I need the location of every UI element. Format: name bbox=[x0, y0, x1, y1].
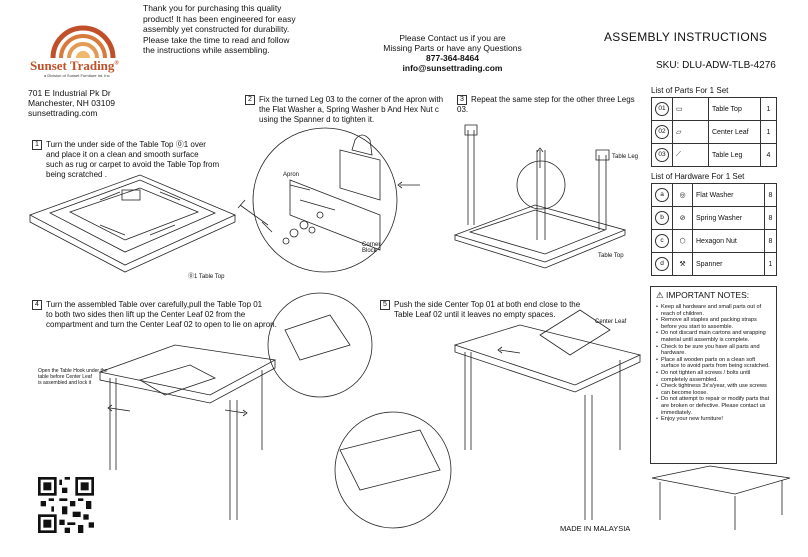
notes-title: ⚠ IMPORTANT NOTES: bbox=[656, 290, 750, 300]
sunset-arc-icon bbox=[50, 25, 116, 59]
table-row: c ⬡ Hexagon Nut 8 bbox=[651, 229, 777, 253]
brand-subtitle: a Division of Sunset Furniture Int. Inc bbox=[44, 73, 110, 78]
contact-block: Please Contact us if you are Missing Par… bbox=[365, 33, 540, 73]
page-title: ASSEMBLY INSTRUCTIONS bbox=[604, 30, 768, 44]
important-notes: ⚠ IMPORTANT NOTES: Keep all hardware and… bbox=[650, 286, 777, 464]
phone-number: 877-364-8464 bbox=[426, 53, 479, 63]
list-item: Enjoy your new furniture! bbox=[656, 416, 771, 423]
list-item: Do not discard main cartons and wrapping… bbox=[656, 330, 771, 343]
brand-name: Sunset Trading® bbox=[30, 58, 119, 73]
warning-icon: ⚠ bbox=[656, 290, 664, 300]
center-leaf-icon: ▱ bbox=[672, 120, 709, 144]
table-row: a ◎ Flat Washer 8 bbox=[651, 183, 777, 207]
list-item: Do not tighten all screws / bolts until … bbox=[656, 370, 771, 383]
email-link: info@sunsettrading.com bbox=[402, 63, 503, 73]
label-table-top: ⓪1 Table Top bbox=[188, 274, 225, 280]
list-item: Do not attempt to repair or modify parts… bbox=[656, 396, 771, 416]
label-apron: Apron bbox=[283, 172, 300, 178]
label-table-top-3: Table Top bbox=[598, 253, 624, 259]
brand-logo: Sunset Trading® a Division of Sunset Fur… bbox=[30, 20, 135, 80]
table-row: 03 ⟋ Table Leg 4 bbox=[651, 143, 777, 167]
list-item: Place all wooden parts on a clean soft s… bbox=[656, 357, 771, 370]
qr-code[interactable] bbox=[38, 477, 94, 533]
table-row: 02 ▱ Center Leaf 1 bbox=[651, 120, 777, 144]
parts-list-title: List of Parts For 1 Set bbox=[651, 86, 729, 95]
table-leg-icon: ⟋ bbox=[672, 143, 709, 167]
table-row: d ⚒ Spanner 1 bbox=[651, 252, 777, 276]
spanner-icon: ⚒ bbox=[672, 252, 693, 276]
table-top-icon: ▭ bbox=[672, 97, 709, 121]
table-row: 01 ▭ Table Top 1 bbox=[651, 97, 777, 121]
flat-washer-icon: ◎ bbox=[672, 183, 693, 207]
list-item: Remove all staples and packing straps be… bbox=[656, 317, 771, 330]
sku-label: SKU: DLU-ADW-TLB-4276 bbox=[656, 60, 776, 71]
table-row: b ⊘ Spring Washer 8 bbox=[651, 206, 777, 230]
label-table-leg: Table Leg bbox=[612, 154, 639, 160]
list-item: Check to be sure you have all parts and … bbox=[656, 344, 771, 357]
spring-washer-icon: ⊘ bbox=[672, 206, 693, 230]
parts-table: 01 ▭ Table Top 1 02 ▱ Center Leaf 1 03 ⟋… bbox=[651, 97, 777, 167]
hardware-table: a ◎ Flat Washer 8 b ⊘ Spring Washer 8 c … bbox=[651, 183, 777, 276]
list-item: Keep all hardware and small parts out of… bbox=[656, 304, 771, 317]
made-in-label: MADE IN MALAYSIA bbox=[560, 524, 631, 533]
hex-nut-icon: ⬡ bbox=[672, 229, 693, 253]
hardware-list-title: List of Hardware For 1 Set bbox=[651, 172, 745, 181]
list-item: Check tightness 3x's/year, with use scre… bbox=[656, 383, 771, 396]
label-center-leaf: Center Leaf bbox=[595, 319, 627, 325]
